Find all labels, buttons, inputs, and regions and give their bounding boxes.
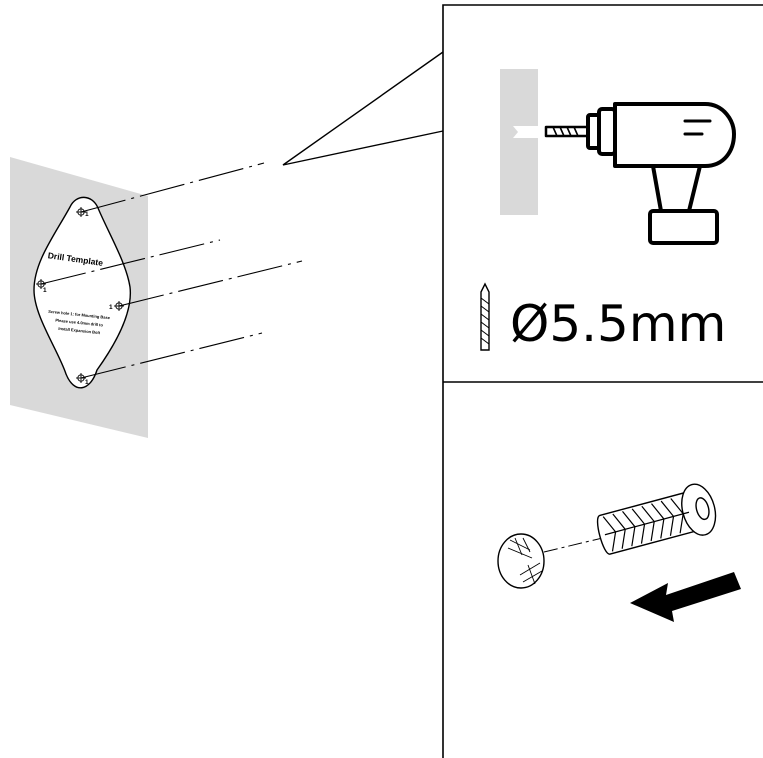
projection-lines bbox=[40, 162, 303, 379]
projection-line-left bbox=[40, 239, 221, 285]
drilled-hole bbox=[513, 126, 538, 138]
hole-label-right: 1 bbox=[109, 304, 113, 311]
power-drill-icon bbox=[544, 102, 736, 245]
projection-line-top bbox=[80, 162, 265, 213]
detail-frame bbox=[442, 4, 763, 758]
anchor-panel bbox=[497, 483, 741, 622]
projection-line-right bbox=[118, 260, 303, 307]
template-outline bbox=[33, 196, 132, 389]
wall-section bbox=[500, 69, 538, 215]
expansion-anchor-icon bbox=[596, 483, 717, 555]
hole-label-top: 1 bbox=[85, 211, 89, 218]
drill-bit-icon bbox=[480, 282, 490, 351]
hole-label-left: 1 bbox=[43, 287, 47, 294]
callout-leader bbox=[282, 51, 444, 166]
template-instructions: Screw hole 1: for Mounting Base Please u… bbox=[48, 309, 111, 335]
drill-diameter-label: Ø5.5mm bbox=[510, 295, 726, 353]
hole-label-bottom: 1 bbox=[85, 379, 89, 386]
projection-line-bottom bbox=[80, 332, 263, 379]
instruction-line-2: Please use 4.0mm drill to bbox=[55, 318, 104, 328]
insert-direction-arrow bbox=[630, 572, 741, 622]
drill-template: Drill Template Screw hole 1: for Mountin… bbox=[33, 196, 132, 389]
instruction-line-3: Install Expansion Bolt bbox=[58, 326, 101, 335]
wall-hole-icon bbox=[497, 533, 545, 589]
detail-frame-outline bbox=[442, 4, 763, 758]
instruction-line-1: Screw hole 1: for Mounting Base bbox=[48, 309, 111, 321]
drill-panel: Ø5.5mm bbox=[480, 69, 736, 353]
